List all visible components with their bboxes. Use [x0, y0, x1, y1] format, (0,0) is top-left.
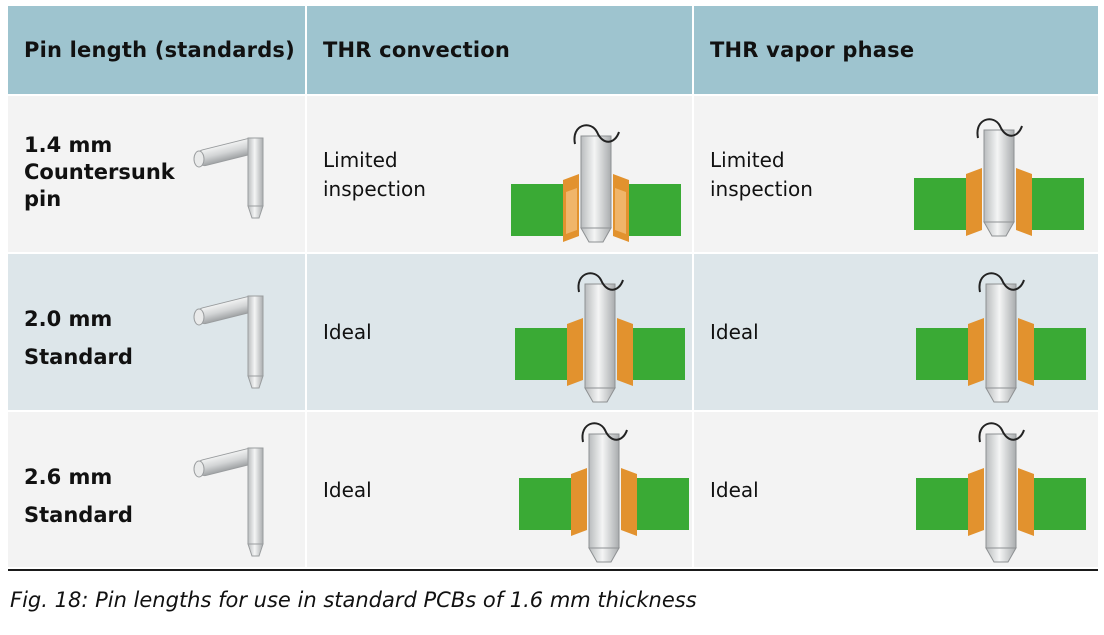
pin-illustration — [193, 295, 264, 389]
figure-caption: Fig. 18: Pin lengths for use in standard… — [10, 588, 697, 612]
solder-joint-diagram — [511, 124, 681, 243]
header-thr-convection: THR convection — [307, 6, 692, 94]
pin-label-line: 2.6 mm — [24, 465, 113, 489]
note-line: Ideal — [323, 478, 372, 502]
row2-pin-cell: 2.0 mm Standard — [8, 254, 305, 410]
pin-label-line: Standard — [24, 503, 133, 527]
convection-note: Ideal — [323, 476, 372, 505]
vapor-note: Ideal — [710, 318, 759, 347]
pin-label-line: Standard — [24, 345, 133, 369]
row3-convection-cell: Ideal — [307, 412, 692, 567]
header-thr-vapor-phase: THR vapor phase — [694, 6, 1098, 94]
note-line: inspection — [710, 177, 813, 201]
convection-note: Ideal — [323, 318, 372, 347]
solder-joint-diagram — [916, 272, 1086, 403]
pin-illustration — [193, 137, 264, 219]
solder-joint-diagram — [515, 272, 685, 403]
note-line: Limited — [323, 148, 398, 172]
pin-label: 2.0 mm Standard — [24, 300, 133, 376]
row3-vapor-cell: Ideal — [694, 412, 1098, 567]
pin-label: 2.6 mm Standard — [24, 458, 133, 534]
header-label: THR vapor phase — [710, 38, 915, 62]
pin-label-line: 2.0 mm — [24, 307, 113, 331]
pin-label-line: 1.4 mm — [24, 133, 113, 157]
note-line: Ideal — [710, 478, 759, 502]
row2-convection-cell: Ideal — [307, 254, 692, 410]
pin-illustration — [193, 447, 264, 557]
pin-label: 1.4 mm Countersunk pin — [24, 132, 175, 213]
vapor-note: Ideal — [710, 476, 759, 505]
pin-label-line: Countersunk — [24, 160, 175, 184]
vapor-note: Limited inspection — [710, 146, 813, 204]
header-label: Pin length (standards) — [24, 38, 295, 62]
solder-joint-diagram — [519, 422, 689, 563]
pin-label-line: pin — [24, 187, 62, 211]
note-line: Ideal — [710, 320, 759, 344]
row1-vapor-cell: Limited inspection — [694, 96, 1098, 252]
row1-pin-cell: 1.4 mm Countersunk pin — [8, 96, 305, 252]
pin-length-table: Pin length (standards) THR convection TH… — [8, 6, 1098, 571]
solder-joint-diagram — [916, 422, 1086, 563]
solder-joint-diagram — [914, 118, 1084, 237]
note-line: Ideal — [323, 320, 372, 344]
note-line: inspection — [323, 177, 426, 201]
note-line: Limited — [710, 148, 785, 172]
row3-pin-cell: 2.6 mm Standard — [8, 412, 305, 567]
header-pin-length: Pin length (standards) — [8, 6, 305, 94]
row2-vapor-cell: Ideal — [694, 254, 1098, 410]
convection-note: Limited inspection — [323, 146, 426, 204]
header-label: THR convection — [323, 38, 511, 62]
row1-convection-cell: Limited inspection — [307, 96, 692, 252]
